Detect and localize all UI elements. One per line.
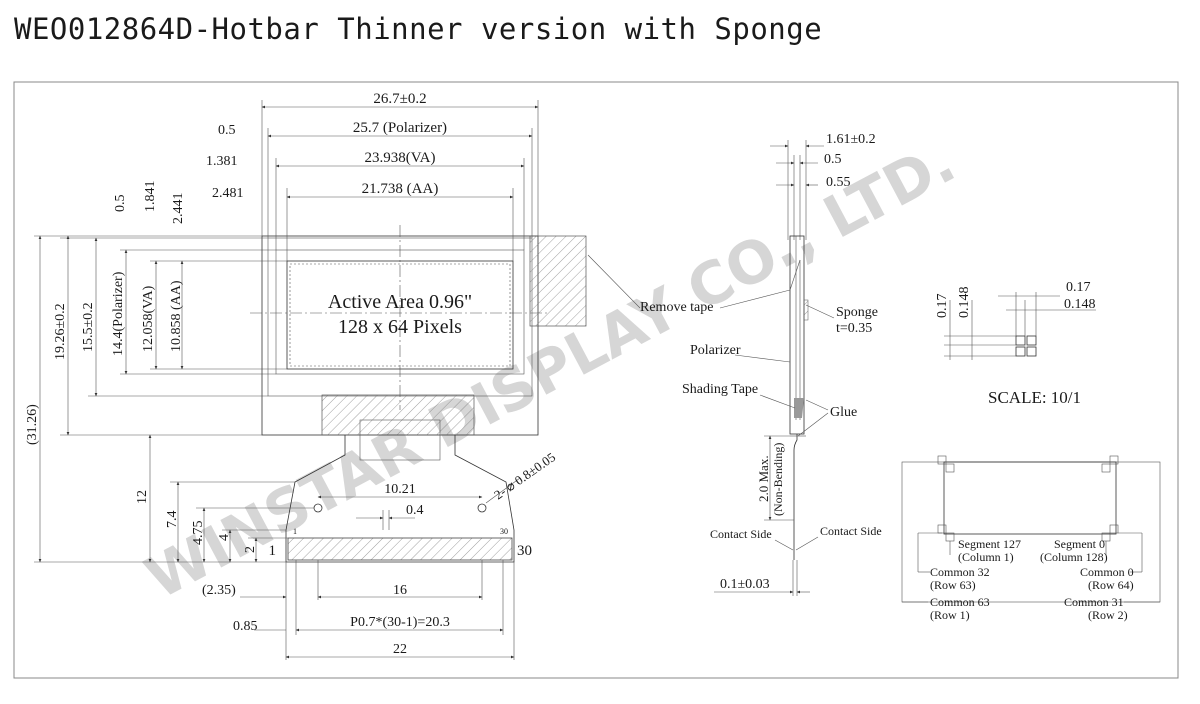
shading-tape-area (321, 394, 475, 436)
front-view: Active Area 0.96" 128 x 64 Pixels 1 30 1… (25, 91, 587, 660)
dim-top-05: 0.5 (113, 195, 128, 213)
drawing-frame (13, 81, 1179, 679)
dim-0-4: 0.4 (406, 503, 424, 518)
common-31-label: Common 31 (1064, 595, 1124, 609)
column-128-label: (Column 128) (1040, 550, 1108, 564)
active-area-label: Active Area 0.96" (328, 291, 472, 313)
contact-side-left: Contact Side (710, 527, 772, 541)
common-63-label: Common 63 (930, 595, 990, 609)
dim-overall-width: 26.7±0.2 (373, 91, 426, 107)
common-0-label: Common 0 (1080, 565, 1134, 579)
side-sponge (803, 299, 809, 321)
dim-4: 4 (217, 534, 232, 541)
pixel-detail: 0.17 0.148 0.17 0.148 SCALE: 10/1 (935, 280, 1096, 407)
row-1-label: (Row 1) (930, 608, 970, 622)
watermark-text: WINSTAR DISPLAY CO., LTD. (135, 127, 966, 612)
bend-note-label: (Non-Bending) (771, 443, 785, 516)
dim-va-width: 23.938(VA) (365, 150, 436, 166)
dim-16: 16 (393, 583, 407, 598)
glue-label: Glue (830, 405, 857, 420)
pin-small-last: 30 (500, 527, 508, 536)
fpc-stiffener (359, 419, 441, 461)
pixel-dim-0148-v: 0.148 (957, 287, 972, 319)
dim-2-35: (2.35) (202, 583, 236, 598)
sponge-label: Sponge (836, 305, 878, 320)
fpc-contact-strip (287, 537, 513, 561)
row-63-label: (Row 63) (930, 578, 976, 592)
shading-tape-label: Shading Tape (682, 382, 758, 397)
dim-thickness: 1.61±0.2 (826, 132, 876, 147)
fpc-outline (285, 435, 515, 563)
dim-12: 12 (135, 490, 150, 504)
pixel-dim-0148-h: 0.148 (1064, 297, 1096, 312)
bend-max-label: 2.0 Max. (756, 455, 771, 502)
pixels-label: 128 x 64 Pixels (338, 316, 462, 338)
dim-2: 2 (243, 546, 258, 553)
dim-pitch: P0.7*(30-1)=20.3 (350, 615, 450, 630)
segment-127-label: Segment 127 (958, 537, 1021, 551)
scale-label: SCALE: 10/1 (988, 388, 1081, 407)
row-2-label: (Row 2) (1088, 608, 1128, 622)
pin-first-label: 1 (269, 543, 277, 559)
side-view: 1.61±0.2 0.5 0.55 Remove tape Sponge t=0… (587, 132, 882, 596)
dim-22: 22 (393, 642, 407, 657)
pin-last-label: 30 (517, 543, 532, 559)
dim-va-offset: 1.381 (206, 154, 238, 169)
dim-polarizer-height-2: 14.4(Polarizer) (111, 271, 126, 356)
sponge-thickness: t=0.35 (836, 321, 872, 336)
dim-aa-offset: 2.481 (212, 186, 244, 201)
dim-va-height: 12.058(VA) (141, 285, 156, 352)
remove-tape-label: Remove tape (640, 300, 713, 315)
common-32-label: Common 32 (930, 565, 990, 579)
dim-aa-width: 21.738 (AA) (362, 181, 439, 197)
dim-polarizer-width: 25.7 (Polarizer) (353, 120, 447, 136)
remove-tape (529, 235, 587, 327)
dim-0-5-side: 0.5 (824, 152, 842, 167)
dim-aa-height: 10.858 (AA) (169, 280, 184, 352)
page-title: WEO012864D-Hotbar Thinner version with S… (14, 12, 823, 46)
dim-10-21: 10.21 (384, 482, 416, 497)
contact-side-right: Contact Side (820, 524, 882, 538)
column-1-label: (Column 1) (958, 550, 1014, 564)
side-fpc-bend (793, 434, 798, 560)
dim-panel-height: 19.26±0.2 (53, 303, 68, 360)
pixel-dim-017-v: 0.17 (935, 294, 950, 319)
dim-total-height: (31.26) (25, 404, 40, 445)
fpc-hole-right (477, 503, 487, 513)
polarizer-label: Polarizer (690, 343, 741, 358)
dim-7-4: 7.4 (165, 511, 180, 529)
dim-polarizer-height: 15.5±0.2 (81, 302, 96, 352)
dim-4-75: 4.75 (191, 521, 206, 546)
dim-top-1841: 1.841 (143, 181, 158, 213)
pin-small-first: 1 (293, 527, 297, 536)
dim-polarizer-offset: 0.5 (218, 123, 236, 138)
mapping-diagram: Segment 127 (Column 1) Segment 0 (Column… (901, 455, 1161, 622)
dim-0-85: 0.85 (233, 619, 258, 634)
dim-holes: 2- ⌀ 0.8±0.05 (491, 449, 558, 502)
row-64-label: (Row 64) (1088, 578, 1134, 592)
pixel-dim-017-h: 0.17 (1066, 280, 1091, 295)
fpc-thickness: 0.1±0.03 (720, 577, 770, 592)
dim-top-2441: 2.441 (171, 193, 186, 225)
segment-0-label: Segment 0 (1054, 537, 1105, 551)
dim-0-55: 0.55 (826, 175, 851, 190)
